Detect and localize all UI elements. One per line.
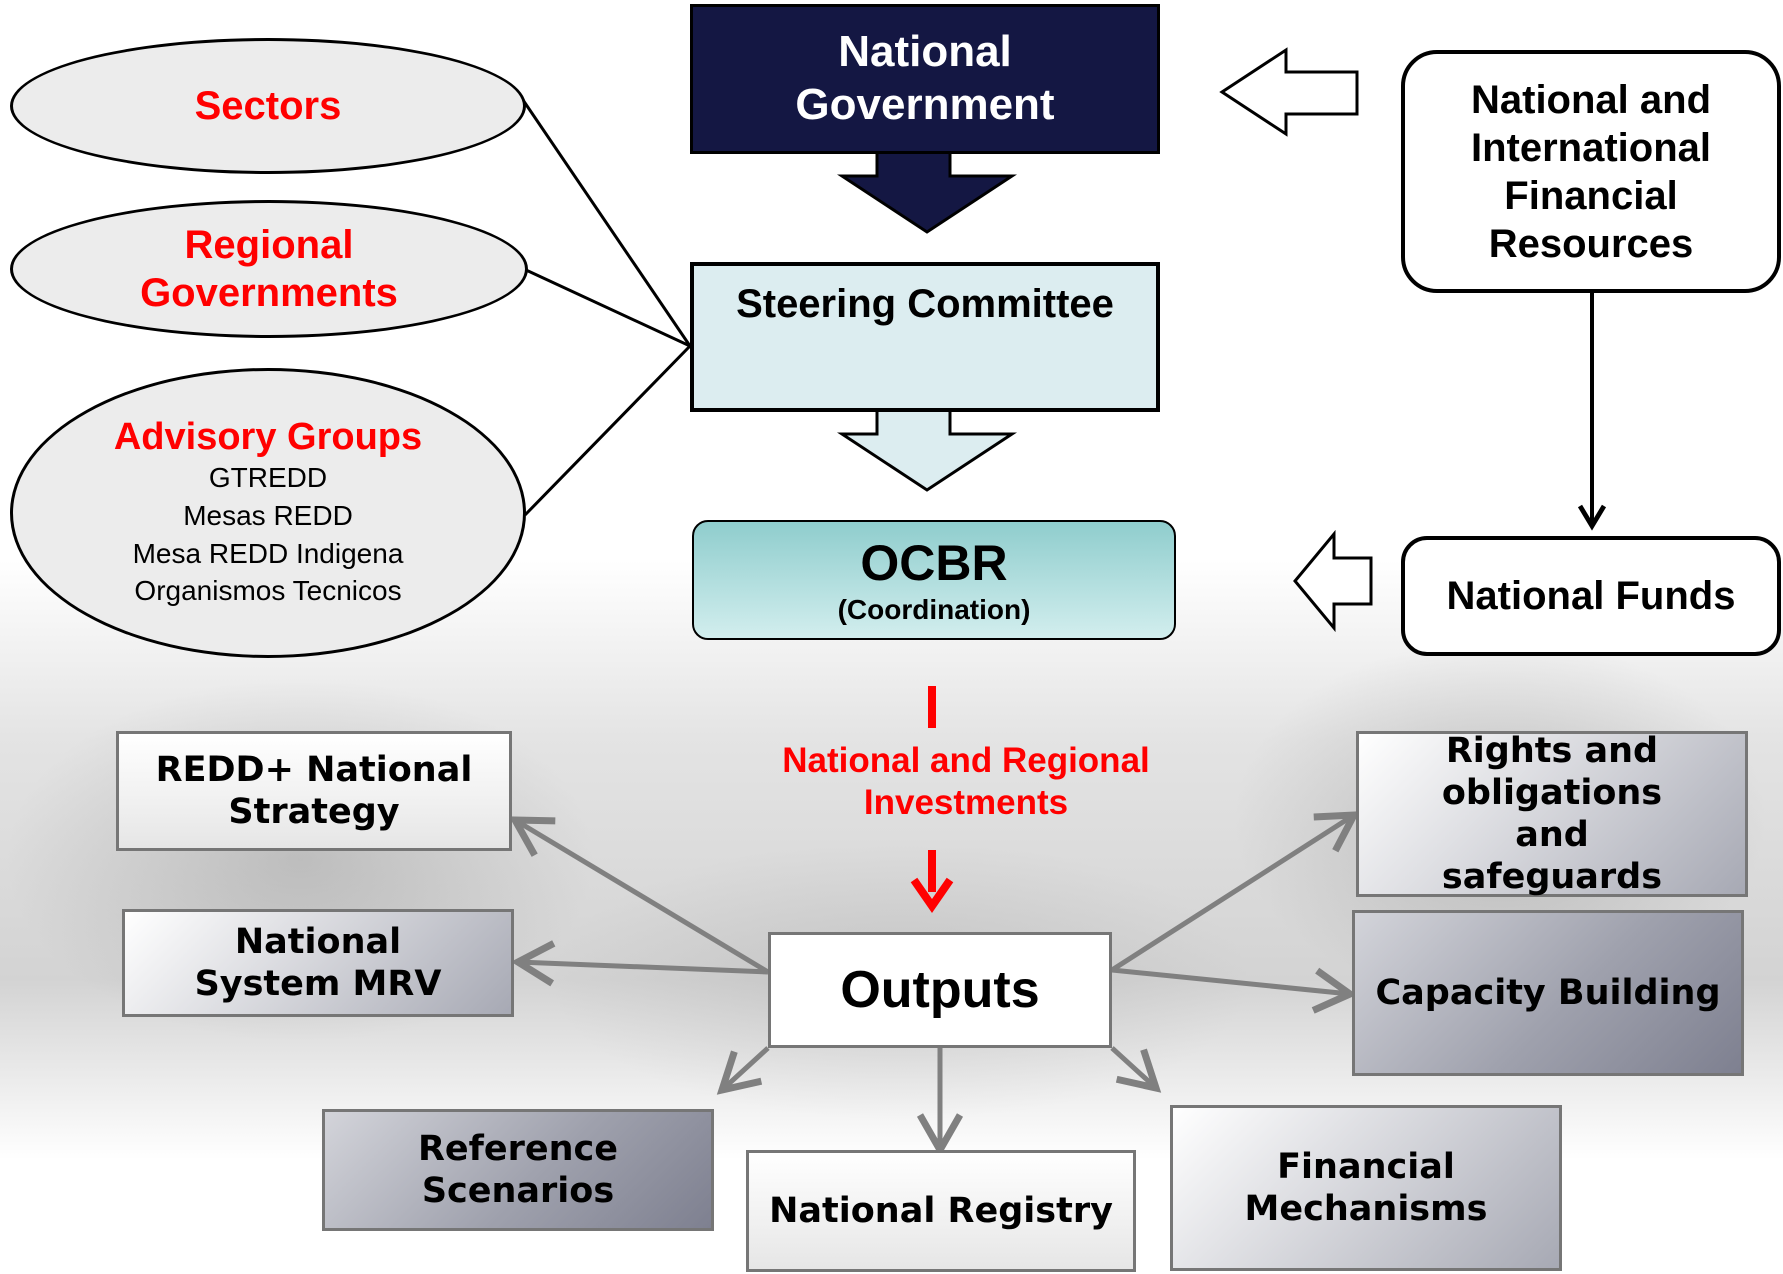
connector-to-mrv	[510, 940, 769, 987]
national-registry-box: National Registry	[746, 1150, 1136, 1272]
advisory-groups-title: Advisory Groups	[113, 415, 423, 458]
connector-to-strategy	[508, 816, 770, 975]
outputs-label: Outputs	[840, 960, 1040, 1019]
connector-regional	[525, 268, 691, 348]
investments-label: National and Regional Investments	[766, 740, 1166, 824]
connector-to-capacity	[1111, 967, 1358, 1014]
national-government-label: National Government	[795, 27, 1055, 129]
arrow-committee-to-ocbr	[836, 408, 1018, 492]
investments-text: National and Regional Investments	[782, 741, 1150, 822]
ocbr-subtitle: (Coordination)	[837, 594, 1031, 626]
redd-strategy-box: REDD+ National Strategy	[116, 731, 512, 851]
capacity-building-label: Capacity Building	[1375, 973, 1721, 1013]
financial-mechanisms-box: Financial Mechanisms	[1170, 1105, 1562, 1271]
capacity-building-box: Capacity Building	[1352, 910, 1744, 1076]
connector-to-rights	[1110, 811, 1360, 973]
arrow-funds-to-ocbr	[1293, 529, 1373, 633]
mrv-label: National System MRV	[194, 922, 442, 1004]
national-registry-label: National Registry	[769, 1191, 1113, 1231]
advisory-item: Mesas REDD	[183, 499, 353, 531]
regional-governments-ellipse: Regional Governments	[10, 200, 528, 338]
redd-strategy-label: REDD+ National Strategy	[155, 750, 473, 832]
reference-scenarios-label: Reference Scenarios	[417, 1129, 619, 1211]
national-funds-label: National Funds	[1446, 574, 1736, 618]
connector-sectors	[521, 99, 692, 347]
sectors-label: Sectors	[194, 83, 342, 128]
regional-governments-label: Regional Governments	[140, 223, 398, 315]
national-government-box: National Government	[690, 4, 1160, 154]
reference-scenarios-box: Reference Scenarios	[322, 1109, 714, 1231]
outputs-box: Outputs	[768, 932, 1112, 1048]
connector-to-financial	[1110, 1046, 1162, 1093]
ocbr-box: OCBR (Coordination)	[692, 520, 1176, 640]
advisory-item: Mesa REDD Indigena	[132, 537, 404, 569]
sectors-ellipse: Sectors	[10, 38, 526, 174]
rights-safeguards-box: Rights and obligations and safeguards	[1356, 731, 1748, 897]
advisory-item: Organismos Tecnicos	[134, 575, 402, 607]
mrv-box: National System MRV	[122, 909, 514, 1017]
national-funds-box: National Funds	[1401, 536, 1781, 656]
arrow-resources-to-government	[1219, 47, 1359, 137]
financial-mechanisms-label: Financial Mechanisms	[1244, 1147, 1488, 1229]
financial-resources-box: National and International Financial Res…	[1401, 50, 1781, 293]
connector-advisory	[523, 344, 692, 517]
connector-to-reference	[716, 1046, 770, 1095]
steering-committee-box: Steering Committee	[690, 262, 1160, 412]
arrow-gov-to-committee	[836, 150, 1018, 234]
rights-safeguards-label: Rights and obligations and safeguards	[1441, 731, 1663, 897]
advisory-item: GTREDD	[208, 461, 328, 493]
financial-resources-label: National and International Financial Res…	[1470, 77, 1712, 266]
steering-committee-label: Steering Committee	[736, 282, 1114, 326]
advisory-groups-ellipse: Advisory Groups GTREDD Mesas REDD Mesa R…	[10, 368, 526, 658]
red-arrow-head	[910, 877, 954, 914]
ocbr-title: OCBR	[860, 535, 1008, 592]
